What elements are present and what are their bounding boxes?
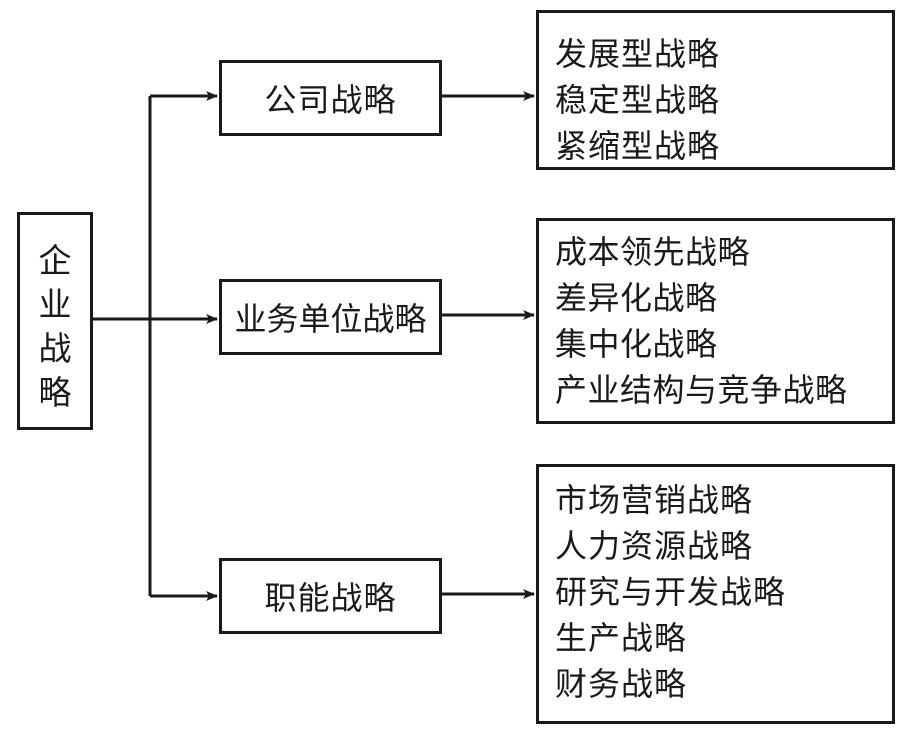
list-company-strategies: 发展型战略 稳定型战略 紧缩型战略: [536, 10, 895, 170]
list-item: 财务战略: [555, 665, 688, 703]
list-item: 产业结构与竞争战略: [555, 371, 848, 409]
node-functional-strategy: 职能战略: [219, 558, 442, 634]
root-char: 企: [38, 241, 72, 280]
list-business-unit-strategies: 成本领先战略 差异化战略 集中化战略 产业结构与竞争战略: [536, 218, 895, 424]
list-item: 研究与开发战略: [555, 573, 787, 611]
list-item: 集中化战略: [555, 325, 718, 363]
node-company-strategy: 公司战略: [219, 60, 442, 136]
list-item: 差异化战略: [555, 279, 718, 317]
root-char: 略: [38, 373, 72, 412]
list-item: 紧缩型战略: [555, 127, 721, 165]
root-char: 业: [38, 285, 72, 324]
node-business-unit-strategy: 业务单位战略: [219, 279, 442, 355]
root-label: 企 业 战 略: [20, 239, 90, 415]
list-item: 人力资源战略: [555, 527, 754, 565]
list-item: 稳定型战略: [555, 81, 721, 119]
root-char: 战: [38, 329, 72, 368]
list-item: 发展型战略: [555, 35, 721, 73]
list-item: 生产战略: [555, 619, 688, 657]
list-item: 成本领先战略: [555, 233, 751, 271]
list-item: 市场营销战略: [555, 481, 754, 519]
list-functional-strategies: 市场营销战略 人力资源战略 研究与开发战略 生产战略 财务战略: [536, 464, 895, 724]
root-node: 企 业 战 略: [17, 212, 93, 430]
